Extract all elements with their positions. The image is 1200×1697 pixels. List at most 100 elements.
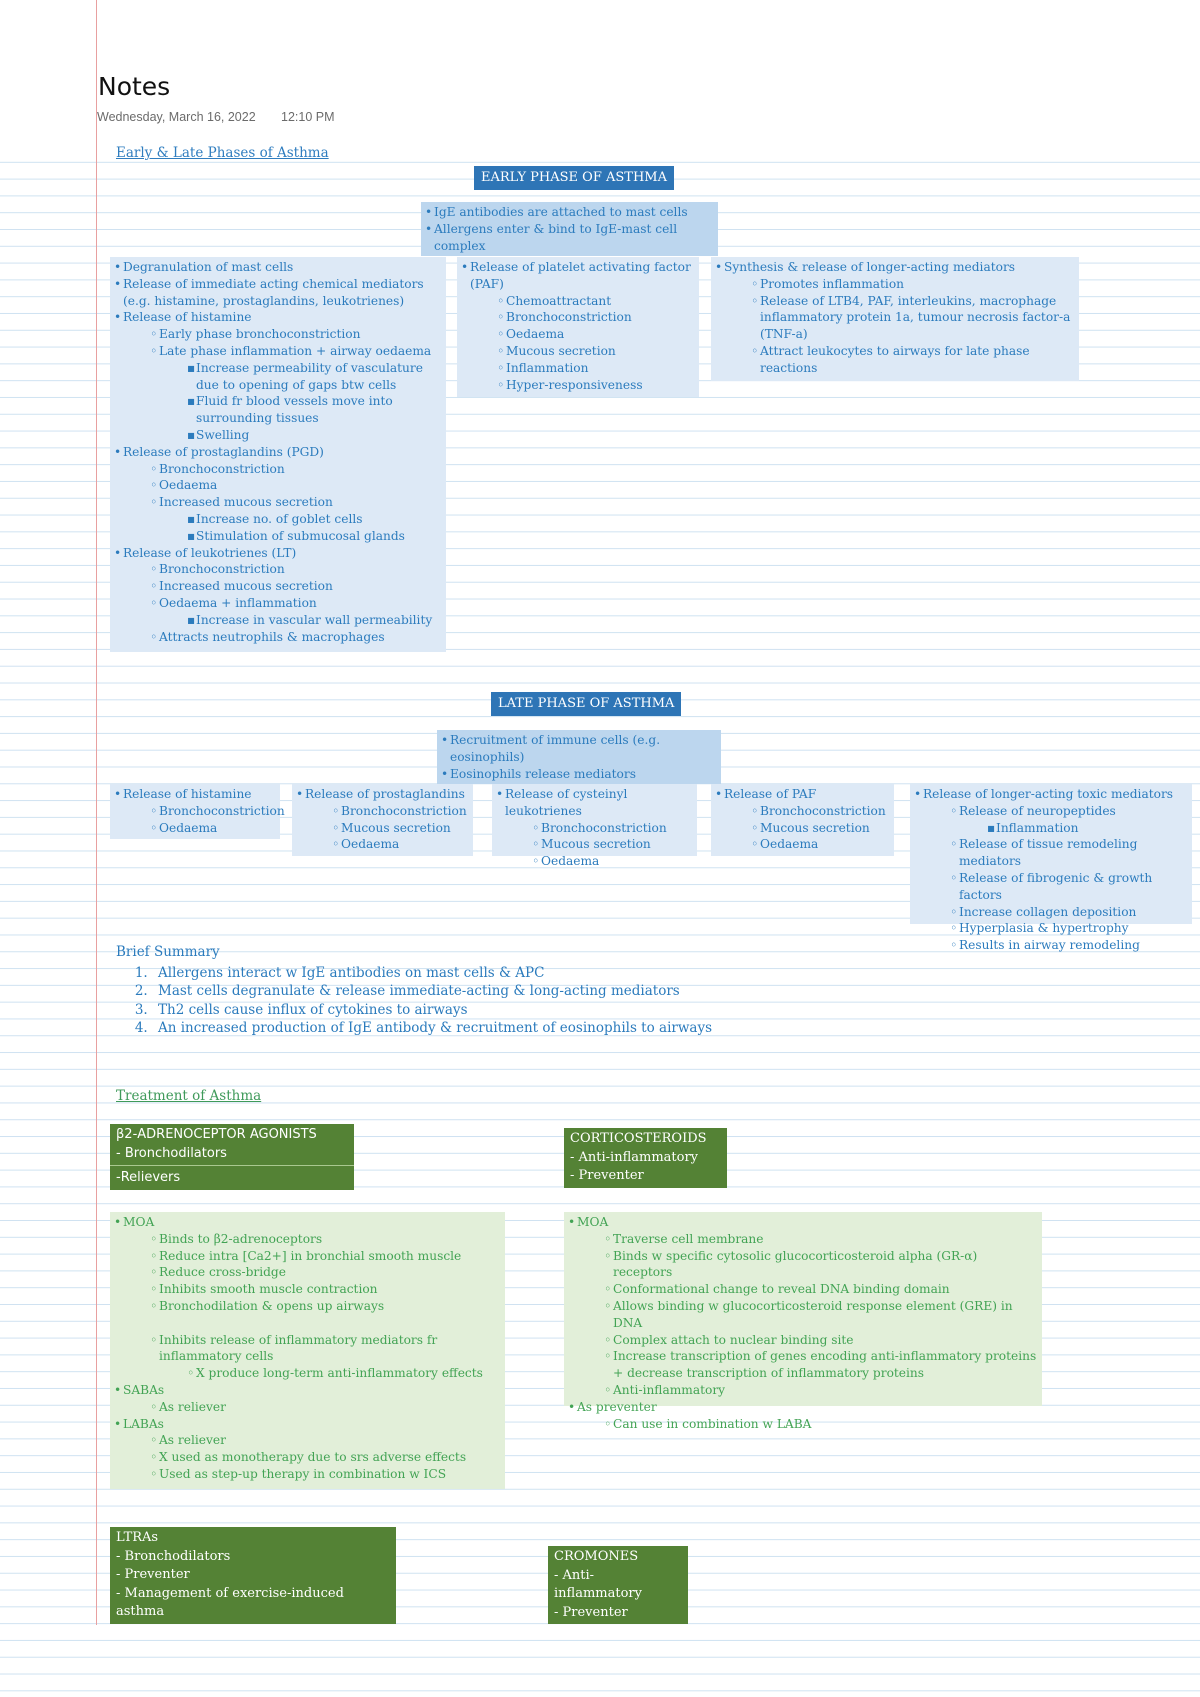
list-item: As reliever (114, 1399, 501, 1416)
list-item: Release of neuropeptides (914, 803, 1188, 820)
early-phase-banner: EARLY PHASE OF ASTHMA (474, 166, 674, 190)
list-item: Release of tissue remodeling mediators (914, 836, 1188, 870)
list-item: Release of fibrogenic & growth factors (914, 870, 1188, 904)
list-item: Late phase inflammation + airway oedaema (114, 343, 442, 360)
list-item: Bronchoconstriction (114, 461, 442, 478)
list-item: IgE antibodies are attached to mast cell… (425, 204, 714, 221)
late-prostaglandins-box: Release of prostaglandins Bronchoconstri… (292, 784, 473, 856)
list-item: Reduce cross-bridge (114, 1264, 501, 1281)
list-item: Inhibits release of inflammatory mediato… (114, 1332, 501, 1366)
cromones-line: - Anti-inflammatory (554, 1567, 642, 1602)
margin-line (96, 0, 97, 1625)
list-item: Increase no. of goblet cells (114, 511, 442, 528)
list-item: Eosinophils release mediators (441, 766, 717, 783)
page-header-area (0, 0, 1200, 146)
list-item: LABAs (114, 1416, 501, 1433)
late-paf-box: Release of PAF Bronchoconstriction Mucou… (711, 784, 894, 856)
list-item: Release of cysteinyl leukotrienes (496, 786, 693, 820)
list-item: Conformational change to reveal DNA bind… (568, 1281, 1038, 1298)
list-item: Oedaema (715, 836, 890, 853)
list-item: Mucous secretion (296, 820, 469, 837)
late-phase-banner: LATE PHASE OF ASTHMA (491, 692, 682, 716)
list-item: Release of longer-acting toxic mediators (914, 786, 1188, 803)
list-item: Used as step-up therapy in combination w… (114, 1466, 501, 1483)
early-longer-acting-box: Synthesis & release of longer-acting med… (711, 257, 1079, 381)
list-item: Release of histamine (114, 309, 442, 326)
list-item: Stimulation of submucosal glands (114, 528, 442, 545)
list-item: Bronchoconstriction (715, 803, 890, 820)
spacer (114, 1315, 501, 1332)
list-item: Complex attach to nuclear binding site (568, 1332, 1038, 1349)
section-heading-treatment[interactable]: Treatment of Asthma (116, 1088, 262, 1104)
list-item: Oedaema + inflammation (114, 595, 442, 612)
list-item: Hyper-responsiveness (461, 377, 695, 394)
list-item: Release of LTB4, PAF, interleukins, macr… (715, 293, 1075, 343)
list-item: SABAs (114, 1382, 501, 1399)
list-item: Inflammation (461, 360, 695, 377)
list-item: Results in airway remodeling (914, 937, 1188, 954)
list-item: Reduce intra [Ca2+] in bronchial smooth … (114, 1248, 501, 1265)
list-item: Mucous secretion (715, 820, 890, 837)
list-item: Chemoattractant (461, 293, 695, 310)
beta2-agonists-header: β2-ADRENOCEPTOR AGONISTS - Bronchodilato… (110, 1124, 354, 1190)
list-item: Release of leukotrienes (LT) (114, 545, 442, 562)
list-item: Inhibits smooth muscle contraction (114, 1281, 501, 1298)
list-item: Promotes inflammation (715, 276, 1075, 293)
list-item: Increase in vascular wall permeability (114, 612, 442, 629)
list-item: Bronchodilation & opens up airways (114, 1298, 501, 1315)
list-item: Bronchoconstriction (114, 561, 442, 578)
cromones-title: CROMONES (554, 1549, 639, 1564)
list-item: Th2 cells cause influx of cytokines to a… (152, 1001, 712, 1020)
beta2-moa-box: MOA Binds to β2-adrenoceptors Reduce int… (110, 1212, 505, 1489)
list-item: Bronchoconstriction (461, 309, 695, 326)
list-item: Mucous secretion (496, 836, 693, 853)
list-item: Inflammation (914, 820, 1188, 837)
list-item: Release of platelet activating factor (P… (461, 259, 695, 293)
list-item: Early phase bronchoconstriction (114, 326, 442, 343)
list-item: MOA (568, 1214, 1038, 1231)
list-item: Oedaema (114, 477, 442, 494)
cortico-title: CORTICOSTEROIDS (570, 1131, 707, 1146)
list-item: Hyperplasia & hypertrophy (914, 920, 1188, 937)
list-item: Allergens enter & bind to IgE-mast cell … (425, 221, 714, 255)
cortico-line: - Preventer (570, 1168, 644, 1183)
page-date: Wednesday, March 16, 2022 (97, 110, 256, 124)
list-item: X used as monotherapy due to srs adverse… (114, 1449, 501, 1466)
ltras-line: - Preventer (116, 1567, 190, 1582)
list-item: Mucous secretion (461, 343, 695, 360)
ltras-line: - Bronchodilators (116, 1548, 231, 1564)
list-item: Release of immediate acting chemical med… (114, 276, 442, 310)
list-item: MOA (114, 1214, 501, 1231)
list-item: Bronchoconstriction (496, 820, 693, 837)
early-paf-box: Release of platelet activating factor (P… (457, 257, 699, 397)
list-item: As reliever (114, 1432, 501, 1449)
list-item: Increased mucous secretion (114, 494, 442, 511)
cortico-moa-box: MOA Traverse cell membrane Binds w speci… (564, 1212, 1042, 1432)
list-item: Anti-inflammatory (568, 1382, 1038, 1399)
list-item: Synthesis & release of longer-acting med… (715, 259, 1075, 276)
cromones-header: CROMONES - Anti-inflammatory - Preventer (548, 1546, 688, 1624)
list-item: X produce long-term anti-inflammatory ef… (114, 1365, 501, 1382)
list-item: Swelling (114, 427, 442, 444)
list-item: Allergens interact w IgE antibodies on m… (152, 964, 712, 983)
late-leukotrienes-box: Release of cysteinyl leukotrienes Bronch… (492, 784, 697, 870)
cortico-line: - Anti-inflammatory (570, 1149, 699, 1165)
list-item: Oedaema (296, 836, 469, 853)
corticosteroids-header: CORTICOSTEROIDS - Anti-inflammatory - Pr… (564, 1128, 727, 1188)
late-toxic-mediators-box: Release of longer-acting toxic mediators… (910, 784, 1192, 954)
beta2-line: -Relievers (116, 1170, 181, 1185)
list-item: Release of prostaglandins (PGD) (114, 444, 442, 461)
list-item: Oedaema (114, 820, 276, 837)
section-heading-phases[interactable]: Early & Late Phases of Asthma (116, 145, 329, 161)
early-mediators-box: Degranulation of mast cells Release of i… (110, 257, 446, 652)
beta2-line: - Bronchodilators (116, 1145, 227, 1161)
list-item: Increased mucous secretion (114, 578, 442, 595)
list-item: An increased production of IgE antibody … (152, 1019, 712, 1038)
list-item: Oedaema (461, 326, 695, 343)
beta2-title: β2-ADRENOCEPTOR AGONISTS (116, 1127, 317, 1142)
ltras-line: - Management of exercise-induced asthma (116, 1585, 344, 1620)
page-title: Notes (98, 72, 171, 101)
ltras-header: LTRAs - Bronchodilators - Preventer - Ma… (110, 1527, 396, 1624)
list-item: Release of prostaglandins (296, 786, 469, 803)
page-time: 12:10 PM (281, 110, 335, 124)
